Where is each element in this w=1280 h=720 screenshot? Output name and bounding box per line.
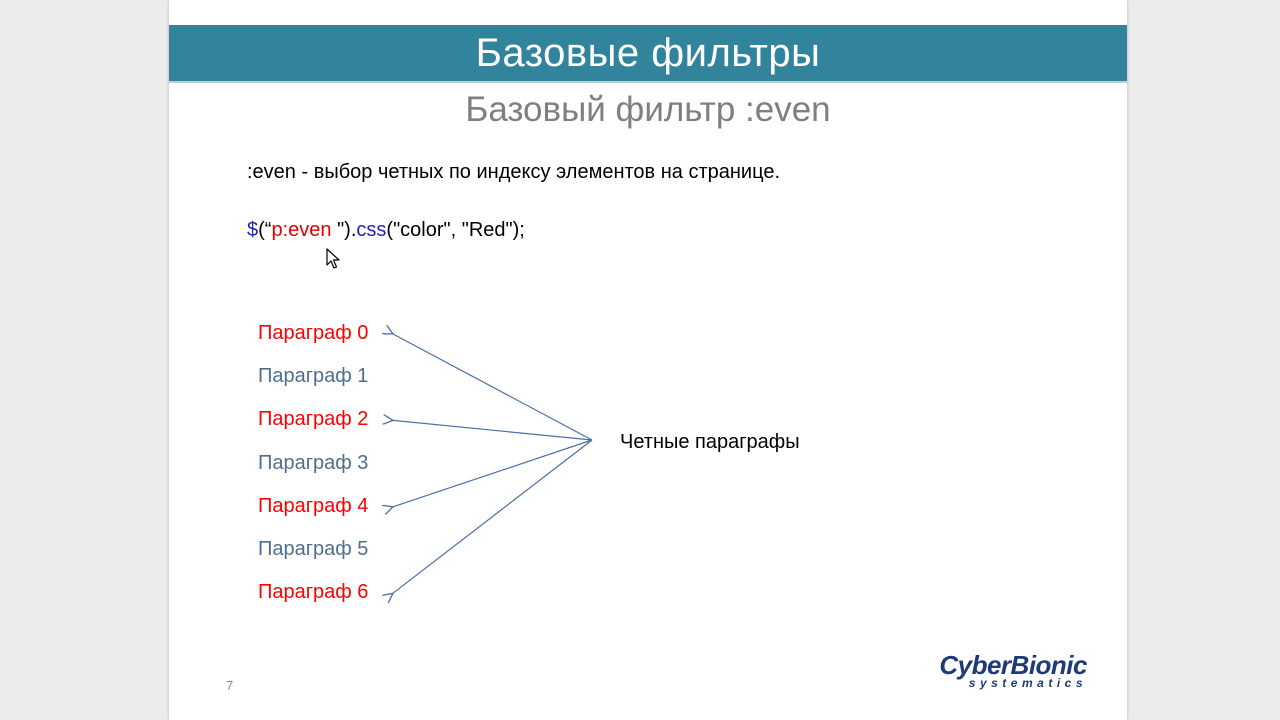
slide-subtitle: Базовый фильтр :even [465, 90, 831, 129]
arrow-line [393, 439, 593, 593]
logo-main-text: CyberBionic [939, 650, 1087, 680]
paragraph-item: Параграф 6 [258, 581, 369, 604]
arrow-line [393, 420, 593, 441]
arrow-line [393, 334, 593, 441]
page-number: 7 [226, 678, 234, 693]
even-paragraphs-callout: Четные параграфы [620, 431, 800, 453]
arrow-line [393, 439, 593, 507]
description-text: :even - выбор четных по индексу элементо… [247, 161, 780, 183]
code-selector: p:even [271, 219, 332, 241]
paragraph-item: Параграф 4 [258, 494, 369, 517]
code-method: css [356, 219, 387, 241]
code-dollar: $ [247, 219, 259, 241]
code-dot: . [350, 219, 357, 241]
paragraph-item: Параграф 0 [258, 322, 369, 344]
logo-sub-text: systematics [968, 676, 1087, 690]
code-args: ("color", "Red"); [386, 219, 525, 241]
title-bar: Базовые фильтры [169, 25, 1127, 83]
code-close: ") [331, 219, 351, 241]
slide: Базовые фильтры Базовый фильтр :even :ev… [169, 0, 1127, 720]
code-open: (“ [258, 219, 272, 241]
mouse-pointer-icon [326, 248, 340, 269]
paragraph-item: Параграф 3 [258, 451, 369, 474]
paragraph-item: Параграф 2 [258, 408, 369, 431]
code-line: $(“p:even ").css("color", "Red"); [247, 219, 525, 242]
paragraph-item: Параграф 1 [258, 365, 369, 388]
slide-title: Базовые фильтры [475, 30, 821, 75]
cyberbionic-logo: CyberBionic systematics [937, 651, 1087, 689]
paragraph-item: Параграф 5 [258, 538, 369, 560]
